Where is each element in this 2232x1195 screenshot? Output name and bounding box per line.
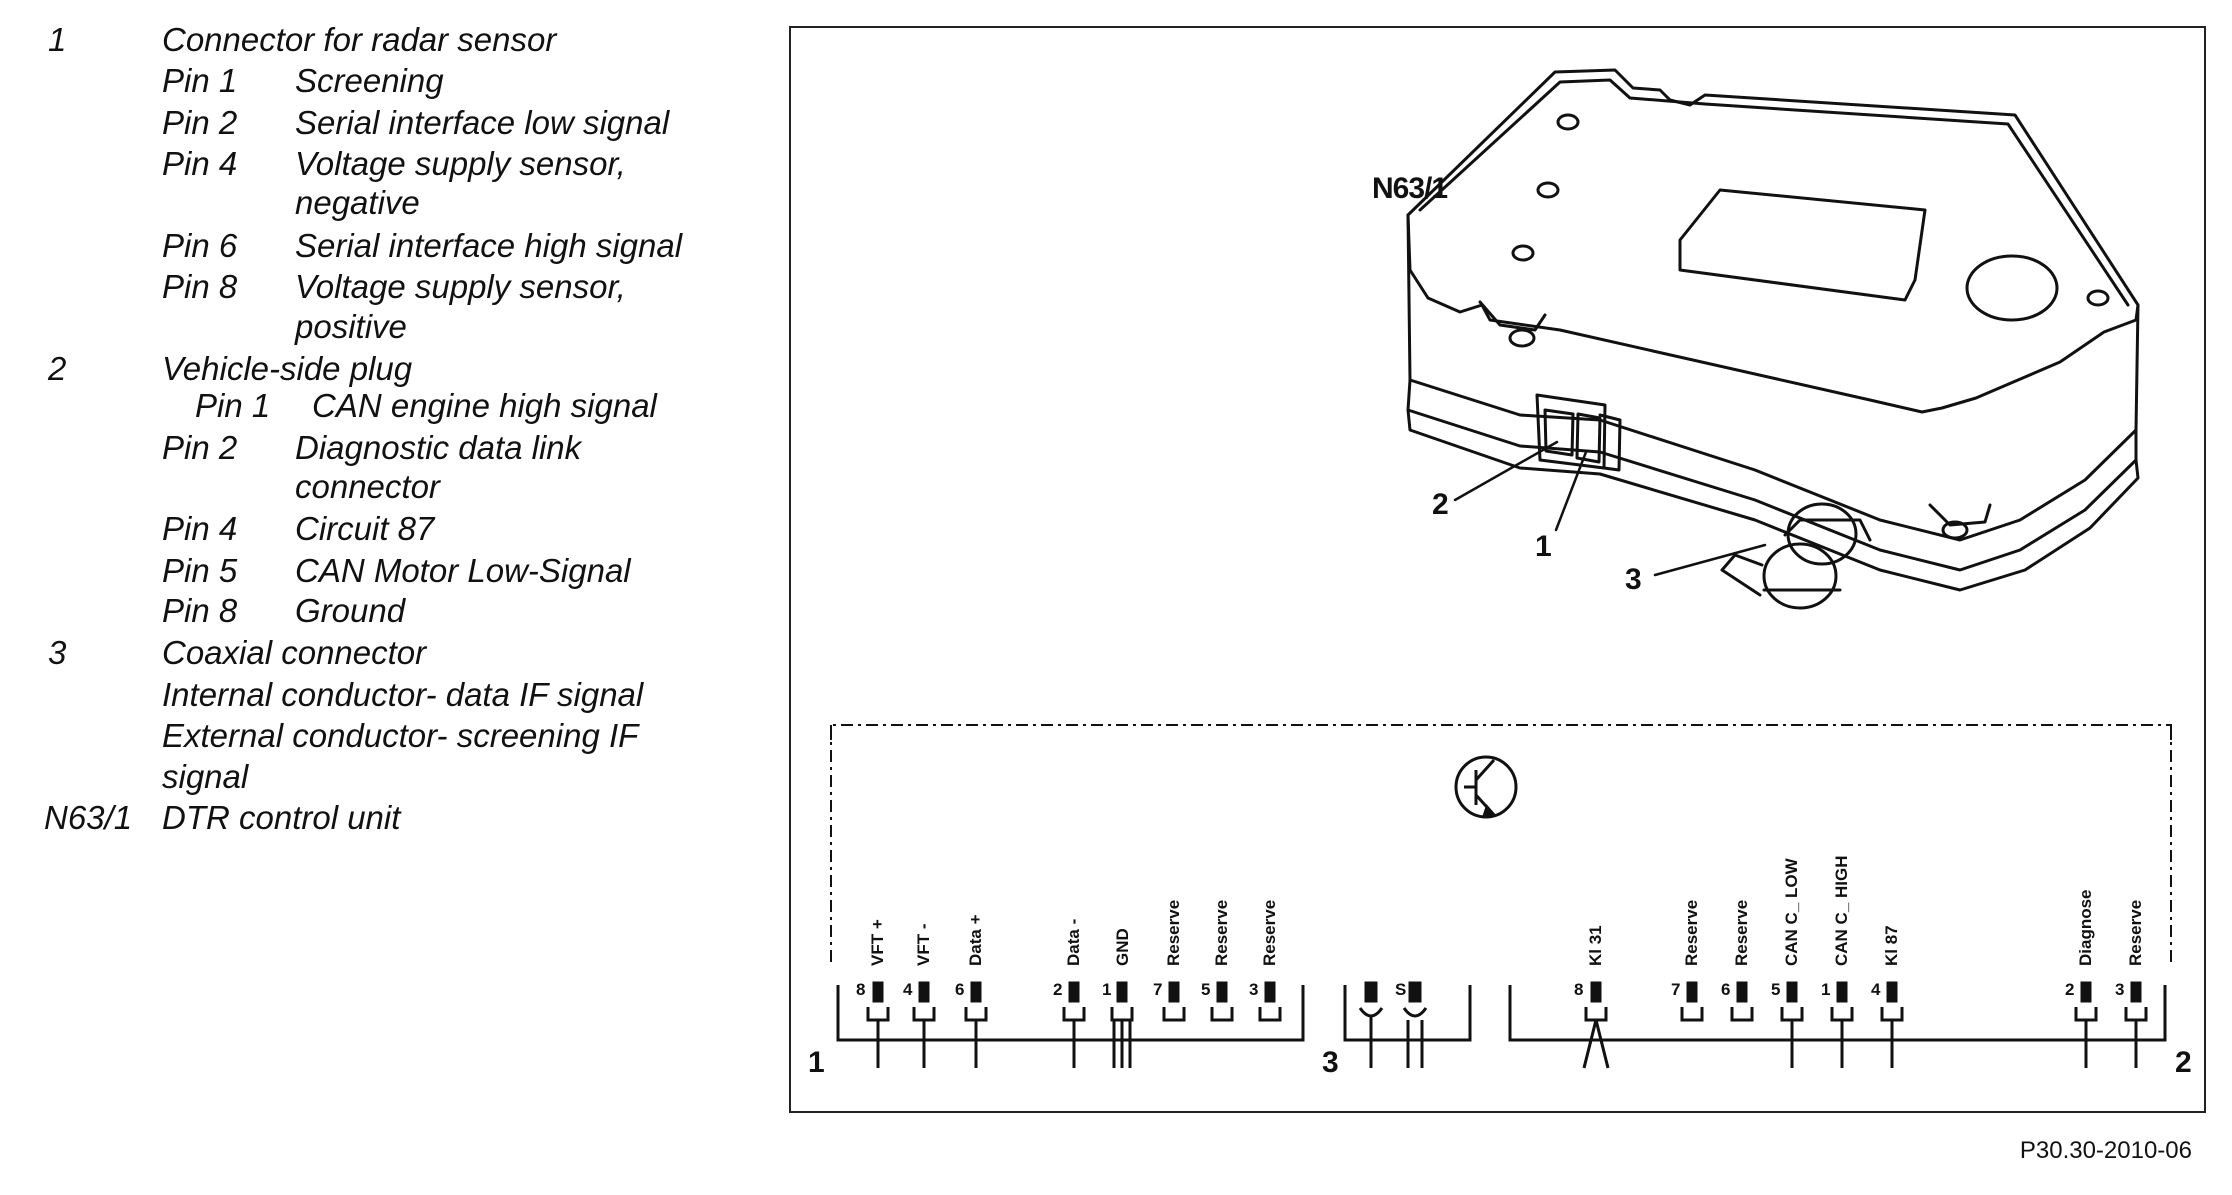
legend-pin: Pin 2 bbox=[162, 429, 238, 466]
legend-item-label: Connector for radar sensor bbox=[162, 21, 557, 58]
control-unit-illustration bbox=[1406, 68, 2140, 610]
legend-item-label: DTR control unit bbox=[162, 799, 401, 836]
legend-pin-desc: Voltage supply sensor, bbox=[295, 145, 626, 182]
legend-pin-desc-cont: connector bbox=[295, 468, 440, 505]
connector1-pins bbox=[866, 981, 1282, 1068]
legend-pin-desc: Serial interface high signal bbox=[295, 227, 683, 264]
pin-label: Diagnose bbox=[2076, 889, 2095, 966]
pin-label: Reserve bbox=[1260, 899, 1279, 966]
legend-pin-desc: Ground bbox=[295, 592, 406, 629]
legend-item-number: 2 bbox=[48, 350, 67, 387]
pin-label: Reserve bbox=[2126, 899, 2145, 966]
pin-number: 6 bbox=[1721, 980, 1731, 999]
legend-item-label: Coaxial connector bbox=[162, 634, 427, 671]
legend-item-line: signal bbox=[162, 758, 249, 795]
pin-label: Data - bbox=[1064, 918, 1083, 966]
pin-number: 3 bbox=[2115, 980, 2125, 999]
pin-label: VFT - bbox=[914, 923, 933, 967]
pin-number: 8 bbox=[856, 980, 866, 999]
legend-pin: Pin 8 bbox=[162, 592, 238, 629]
pin-number: 6 bbox=[955, 980, 965, 999]
legend-item-number: N63/1 bbox=[44, 799, 133, 836]
pin-number: 7 bbox=[1153, 980, 1163, 999]
pin-number: 5 bbox=[1201, 980, 1211, 999]
legend-pin: Pin 4 bbox=[162, 145, 238, 182]
transistor-symbol bbox=[1454, 755, 1518, 819]
pin-number: 8 bbox=[1574, 980, 1584, 999]
connector3-number: 3 bbox=[1322, 1046, 1339, 1079]
pin-label: GND bbox=[1113, 928, 1132, 966]
pin-label: CAN C_ LOW bbox=[1782, 858, 1801, 966]
pin-label: Reserve bbox=[1682, 899, 1701, 966]
legend-pin: Pin 6 bbox=[162, 227, 238, 264]
callout-2: 2 bbox=[1432, 488, 1449, 521]
pin-number: 2 bbox=[2065, 980, 2075, 999]
callout-1: 1 bbox=[1535, 530, 1552, 563]
pin-number: 2 bbox=[1053, 980, 1063, 999]
diagram-frame bbox=[789, 26, 2206, 1113]
legend-pin-desc-cont: positive bbox=[295, 308, 407, 345]
connector3-pins bbox=[1358, 981, 1428, 1068]
legend-item-label: Vehicle-side plug bbox=[162, 350, 413, 387]
callout-3: 3 bbox=[1625, 563, 1642, 596]
legend-item-number: 3 bbox=[48, 634, 67, 671]
pin-label: CAN C_ HIGH bbox=[1832, 855, 1851, 966]
callout-leaders bbox=[1453, 440, 1767, 577]
pin-number: 4 bbox=[1871, 980, 1881, 999]
pin-number: S bbox=[1395, 980, 1407, 999]
pin-label: Kl 87 bbox=[1882, 925, 1901, 966]
connector2-pins bbox=[1582, 981, 2148, 1069]
figure-reference-code: P30.30-2010-06 bbox=[2019, 1137, 2192, 1164]
legend-pin: Pin 2 bbox=[162, 104, 238, 141]
pin-number: 4 bbox=[903, 980, 913, 999]
pin-number: 1 bbox=[1821, 980, 1831, 999]
connector-brackets bbox=[836, 985, 2167, 1042]
legend-pin-desc: Screening bbox=[295, 62, 444, 99]
pin-label: Reserve bbox=[1164, 899, 1183, 966]
device-label: N63/1 bbox=[1372, 172, 1448, 205]
pin-label: Reserve bbox=[1732, 899, 1751, 966]
legend-pin: Pin 1 bbox=[162, 62, 238, 99]
legend-pin-desc: Voltage supply sensor, bbox=[295, 268, 626, 305]
pin-label: VFT + bbox=[868, 919, 887, 966]
legend-pin: Pin 5 bbox=[162, 552, 238, 589]
connector2-number: 2 bbox=[2175, 1046, 2192, 1079]
pin-label: Data + bbox=[966, 914, 985, 967]
legend-pin: Pin 8 bbox=[162, 268, 238, 305]
legend-pin-desc: CAN engine high signal bbox=[312, 387, 657, 424]
legend: 1 Connector for radar sensor Pin 1 Scree… bbox=[0, 0, 780, 900]
legend-pin-desc: CAN Motor Low-Signal bbox=[295, 552, 631, 589]
legend-pin-desc: Serial interface low signal bbox=[295, 104, 670, 141]
legend-pin-desc-cont: negative bbox=[295, 184, 420, 221]
legend-pin-desc: Diagnostic data link bbox=[295, 429, 582, 466]
legend-pin-desc: Circuit 87 bbox=[295, 510, 435, 547]
pin-number: 5 bbox=[1771, 980, 1781, 999]
legend-pin: Pin 1 bbox=[195, 387, 271, 424]
legend-item-number: 1 bbox=[48, 21, 67, 58]
pin-number: 7 bbox=[1671, 980, 1681, 999]
legend-item-line: External conductor- screening IF bbox=[162, 717, 639, 754]
legend-pin: Pin 4 bbox=[162, 510, 238, 547]
pin-label: Kl 31 bbox=[1586, 925, 1605, 966]
pin-number: 3 bbox=[1249, 980, 1259, 999]
legend-item-line: Internal conductor- data IF signal bbox=[162, 676, 644, 713]
connector1-number: 1 bbox=[808, 1046, 825, 1079]
schematic-boundary bbox=[830, 724, 2172, 965]
pin-label: Reserve bbox=[1212, 899, 1231, 966]
pin-number: 1 bbox=[1102, 980, 1112, 999]
